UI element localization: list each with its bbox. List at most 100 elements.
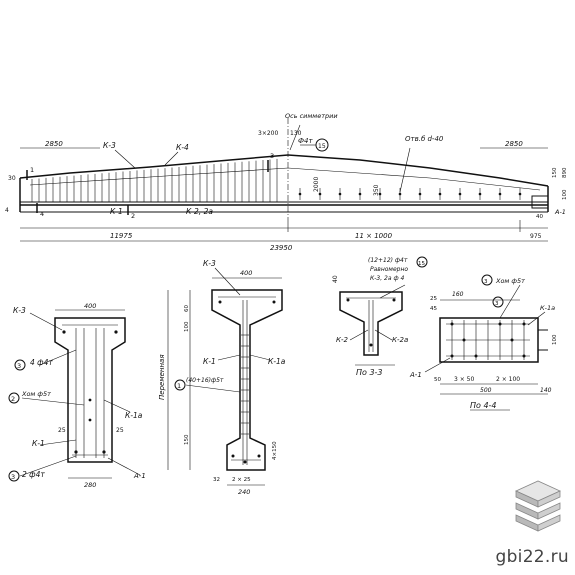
grid-dot [522,354,526,358]
s44-marker-3b: 3 [495,301,499,307]
s33-leader-k2a [374,329,393,341]
sm-label-k1a: К-1а [268,357,286,366]
sl-label-a1: А-1 [133,472,146,480]
sm-leader-k3 [214,267,241,296]
hole-dot [518,192,522,196]
sl-dim-25b: 25 [116,427,124,434]
s44-dim-3x50: 3 × 50 [454,376,474,383]
hole-dot [398,192,402,196]
hole-dot [318,192,322,196]
top-chord-left [19,154,289,179]
grid-dot [450,322,454,326]
section-3-3: (12+12) ф4т Равномерно К-3, 2а ф 4 15 К-… [332,256,428,377]
sl-label-4phi4t: 4 ф4т [30,358,53,367]
grid-dot [450,354,454,358]
s33-label-k2: К-2 [336,336,348,344]
sm-dim-240: 240 [238,488,250,496]
s33-leader-k2 [349,329,369,341]
bar-dot [231,454,235,458]
sl-bar-dot [88,398,92,402]
s44-dim-50: 50 [434,377,441,383]
sl-leader-4phi [39,349,77,366]
dim-23950: 23950 [270,244,293,252]
label-phi4t: Ф4т [298,137,313,145]
sl-leader-khom [21,397,85,406]
s44-marker-3-circle [481,274,493,286]
sm-dim-150: 150 [184,434,190,445]
section-middle-outline [211,289,283,471]
bar-dot [257,454,261,458]
sl-bar-dot [88,418,92,422]
watermark: gbi22.ru [495,547,569,567]
sl-label-khom: Хом ф5т [21,390,51,398]
section-mark-4: 4 [40,210,44,218]
dim-top-left: 2850 [45,140,63,148]
label-k1: К-1 [110,207,123,216]
dim-100: 100 [562,189,568,200]
sl-dim-25: 25 [58,427,66,434]
sm-label-k1: К-1 [203,357,216,366]
grid-dot [522,322,526,326]
hole-dot [358,192,362,196]
s44-grid [450,320,526,360]
dim-top-right: 2850 [505,140,523,148]
dim-4: 4 [5,207,9,214]
s44-dim-25: 25 [430,296,437,302]
sl-marker-3-circle [14,359,26,371]
s44-leader-a1 [424,357,451,373]
label-os-simmetrii: Ось симметрии [285,112,338,120]
sl-leader-2phi [19,455,77,477]
s44-marker-3: 3 [484,279,488,285]
leader-k3 [114,149,136,169]
s44-leader-khom [499,284,521,319]
sl-dim-280: 280 [84,481,96,489]
s33-bar-dot [369,343,373,347]
grid-dot [498,322,502,326]
s33-bar-dot [346,298,350,302]
sm-leader-k1a [249,354,271,361]
s33-outline [339,291,403,356]
sm-dim-2x25: 2 × 25 [232,477,251,483]
sl-marker-3b-circle [8,470,20,482]
sl-label-k3: К-3 [13,306,26,315]
sl-marker-3b: 3 [11,473,15,481]
dim-130: 130 [290,130,302,137]
sl-label-2phi4t: 2 ф4т [22,470,45,479]
s33-leader [379,284,406,299]
s33-marker-15: 15 [418,261,425,267]
hole-dot [338,192,342,196]
sm-dim-100: 100 [184,321,190,332]
dim-30: 30 [8,175,16,182]
s33-bar-dot [392,298,396,302]
leader-k4 [164,151,179,166]
s33-label-ravno: Равномерно [370,266,408,273]
section-mark-3: 3 [270,152,274,160]
label-k3: К-3 [103,141,116,150]
s33-label-note: (12+12) ф4т [368,257,408,264]
sm-leader-k1 [217,354,241,361]
s44-dim-45: 45 [430,306,437,312]
holes-right [298,188,522,200]
sm-marker-1-circle [174,379,186,391]
s33-label-k2a: К-2а [392,336,408,344]
sm-marker-1: 1 [177,382,181,390]
sl-marker-2: 2 [11,395,15,403]
sm-label-stirrups: (40+16)ф5т [186,377,224,384]
web-line [29,167,541,191]
dim-150: 150 [552,167,558,178]
s44-outline [439,317,539,363]
bar-dot [243,460,247,464]
section-mark-1: 1 [30,166,34,174]
s33-label-k3: К-3, 2а ф 4 [370,275,404,282]
s44-dim-140: 140 [540,387,552,394]
hole-dot [498,192,502,196]
s44-label-khom: Хом ф5т [495,277,525,285]
grid-dot [474,354,478,358]
marker-15: 15 [318,143,326,150]
section-middle: К-3 400 К-1 К-1а 1 (40+16)ф5т Переменная… [158,259,286,496]
section-left-outline [54,317,126,463]
hole-dot [418,192,422,196]
dim-40: 40 [536,214,543,220]
hole-dot [478,192,482,196]
